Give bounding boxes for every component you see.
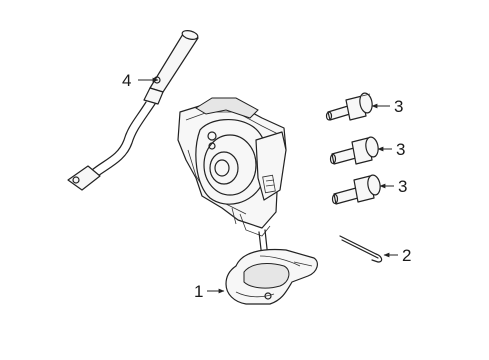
bolt-part-middle (329, 136, 379, 165)
callout-label-3a: 3 (394, 97, 403, 116)
callout-label-3b: 3 (396, 140, 405, 159)
callout-label-4: 4 (122, 71, 131, 90)
callout-label-2: 2 (402, 246, 411, 265)
callout-label-1: 1 (194, 282, 203, 301)
bolt-part-bottom (331, 174, 381, 205)
bolt-part-top (325, 92, 373, 121)
extension-rod-part (67, 30, 199, 191)
tire-carrier-assembly (177, 97, 287, 265)
base-bracket-part (225, 248, 318, 305)
callout-label-3c: 3 (398, 177, 407, 196)
cotter-pin-part (339, 235, 383, 263)
